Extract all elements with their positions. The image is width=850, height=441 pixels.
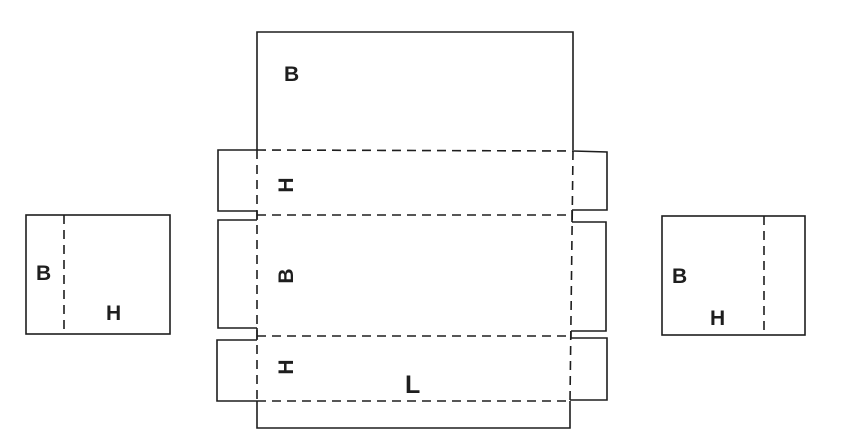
left-flap-1 bbox=[217, 149, 257, 212]
top-panel-outline bbox=[256, 31, 574, 150]
top-panel-label: B bbox=[284, 63, 299, 86]
right-end-label-b: B bbox=[672, 265, 687, 288]
left-flap-2 bbox=[217, 219, 257, 329]
left-end-label-b: B bbox=[36, 262, 51, 285]
fold-line-right bbox=[569, 150, 574, 402]
right-flap-1 bbox=[572, 150, 608, 211]
fold-line-1 bbox=[256, 149, 574, 152]
right-flap-2 bbox=[571, 221, 607, 332]
left-end-panel: B H bbox=[25, 214, 171, 335]
right-end-panel: B H bbox=[661, 215, 806, 336]
upper-strip-label: H bbox=[275, 177, 298, 192]
left-flap-3 bbox=[216, 339, 257, 402]
right-flap-3 bbox=[570, 337, 608, 401]
left-end-label-h: H bbox=[106, 302, 121, 325]
bottom-strip-outline bbox=[256, 401, 571, 429]
bottom-panel-label: B bbox=[275, 268, 298, 283]
right-end-label-h: H bbox=[710, 307, 725, 330]
lower-strip-label: H bbox=[275, 359, 298, 374]
main-net: B H B H L bbox=[216, 31, 608, 429]
right-end-outline bbox=[661, 215, 806, 336]
left-end-outline bbox=[25, 214, 171, 335]
length-label: L bbox=[405, 371, 420, 399]
